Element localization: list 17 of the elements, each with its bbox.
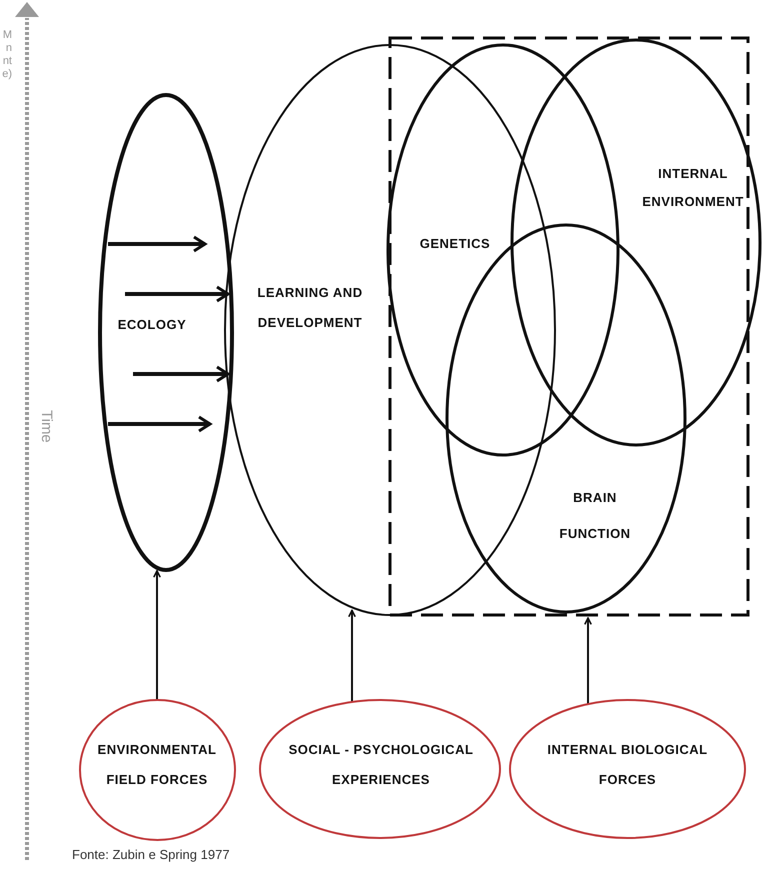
node-label: ENVIRONMENTAL FIELD FORCES — [96, 741, 218, 789]
axis-label: Time — [41, 410, 52, 443]
node-label: LEARNING AND DEVELOPMENT — [256, 284, 364, 332]
arrow — [348, 610, 356, 702]
node-label: INTERNAL ENVIRONMENT — [641, 165, 745, 211]
node-label: BRAIN FUNCTION — [558, 489, 632, 543]
arrow — [153, 570, 161, 700]
text-fragment: nt — [2, 56, 12, 67]
text-fragment: e) — [2, 69, 12, 80]
text-fragment: M — [2, 30, 12, 41]
source-caption: Fonte: Zubin e Spring 1977 — [72, 848, 230, 862]
node-label: ECOLOGY — [116, 316, 188, 334]
node-label: SOCIAL - PSYCHOLOGICAL EXPERIENCES — [288, 741, 474, 789]
text-fragment: n — [6, 43, 12, 54]
node-label: INTERNAL BIOLOGICAL FORCES — [546, 741, 709, 789]
node-label: GENETICS — [418, 235, 492, 253]
arrow — [584, 617, 592, 704]
